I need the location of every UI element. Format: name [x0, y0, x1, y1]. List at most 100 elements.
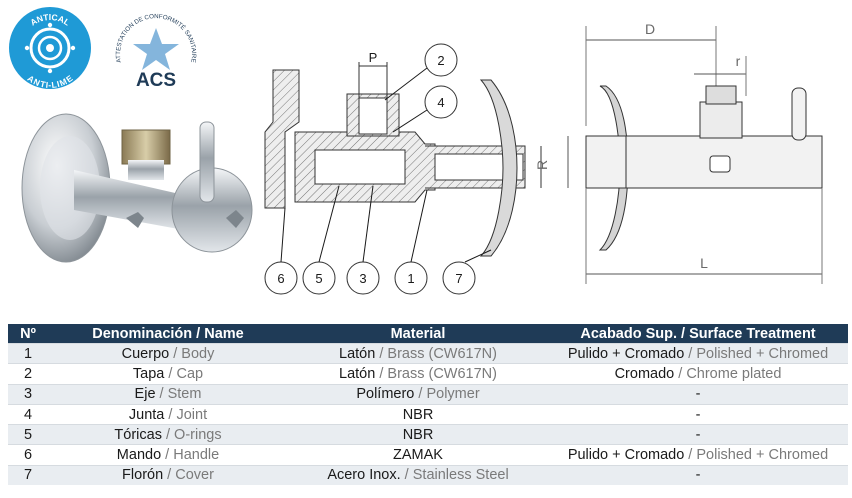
part-material-value: ZAMAK	[393, 447, 443, 464]
part-name-es: Florón	[122, 467, 164, 484]
part-name-es: Tóricas	[114, 426, 162, 443]
row-number: 1	[8, 342, 48, 364]
antical-badge: ANTICAL ANTI-LIME	[9, 7, 91, 90]
row-number: 3	[8, 383, 48, 405]
part-material-en: Polymer	[426, 386, 480, 403]
parts-table: Nº Denominación / Name Material Acabado …	[8, 324, 848, 486]
part-material-en: Brass (CW617N)	[387, 345, 497, 362]
part-material-es: Latón	[339, 345, 376, 362]
row-number: 4	[8, 403, 48, 425]
part-name-es: Junta	[128, 406, 165, 423]
dim-r-label: R	[534, 160, 550, 170]
row-number: 7	[8, 464, 48, 486]
valve-product-image	[21, 113, 253, 263]
part-surface-en: Polished + Chromed	[696, 447, 829, 464]
part-material: NBR	[288, 403, 548, 425]
part-name-es: Mando	[116, 447, 162, 464]
table-header-row: Nº Denominación / Name Material Acabado …	[8, 324, 848, 344]
part-surface: -	[548, 383, 848, 405]
dim-r-small-label: r	[736, 53, 741, 69]
part-surface-value: -	[695, 426, 701, 443]
svg-text:3: 3	[359, 271, 366, 286]
part-name-en: O-rings	[174, 426, 222, 443]
callout-2: 2	[384, 43, 458, 101]
callout-4: 4	[392, 85, 458, 133]
antical-top-text: ANTICAL	[28, 12, 71, 28]
svg-text:ANTICAL: ANTICAL	[28, 12, 71, 28]
part-surface-value: -	[695, 406, 701, 423]
part-surface: Pulido + Cromado / Polished + Chromed	[548, 342, 848, 364]
part-material: Latón / Brass (CW617N)	[288, 363, 548, 385]
part-material-en: Stainless Steel	[412, 467, 509, 484]
part-material-es: Latón	[339, 365, 376, 382]
part-surface: Cromado / Chrome plated	[548, 363, 848, 385]
part-name-en: Joint	[176, 406, 208, 423]
logo-icon	[709, 155, 731, 173]
dim-r-side-label: R	[560, 156, 563, 166]
part-surface-es: Pulido + Cromado	[567, 345, 685, 362]
part-name: Mando / Handle	[48, 444, 288, 466]
part-name-es: Cuerpo	[121, 345, 170, 362]
row-number: 5	[8, 424, 48, 445]
part-surface: -	[548, 464, 848, 486]
svg-text:1: 1	[407, 271, 414, 286]
row-number: 6	[8, 444, 48, 466]
part-name: Cuerpo / Body	[48, 342, 288, 364]
part-surface-en: Chrome plated	[686, 365, 782, 382]
part-name-en: Cap	[176, 365, 204, 382]
part-surface-value: -	[695, 386, 701, 403]
part-material: NBR	[288, 424, 548, 445]
acs-label: ACS	[136, 70, 176, 91]
part-name-en: Body	[181, 345, 215, 362]
part-name: Eje / Stem	[48, 383, 288, 405]
part-material-es: Polímero	[356, 386, 415, 403]
part-surface-value: -	[695, 467, 701, 484]
part-surface-en: Polished + Chromed	[696, 345, 829, 362]
part-name: Tapa / Cap	[48, 363, 288, 385]
callout-3: 3	[346, 185, 380, 295]
part-name-en: Cover	[175, 467, 214, 484]
header-surface: Acabado Sup. / Surface Treatment	[548, 324, 848, 344]
part-name: Florón / Cover	[48, 464, 288, 486]
dim-d-label: D	[645, 21, 655, 37]
dim-l-label: L	[700, 255, 708, 271]
acs-badge: ATTESTATION DE CONFORMITÉ SANITAIRE ACS	[115, 13, 197, 91]
part-surface: -	[548, 403, 848, 425]
callout-5: 5	[302, 185, 340, 295]
part-material: Acero Inox. / Stainless Steel	[288, 464, 548, 486]
svg-text:4: 4	[437, 95, 444, 110]
svg-text:2: 2	[437, 53, 444, 68]
valve-section-drawing: P R 2 4 6 5 3 1 7	[264, 43, 550, 295]
part-surface-es: Pulido + Cromado	[567, 447, 685, 464]
part-material-es: Acero Inox.	[327, 467, 401, 484]
callout-1: 1	[394, 189, 428, 295]
part-surface-es: Cromado	[614, 365, 675, 382]
header-material: Material	[288, 324, 548, 344]
part-name: Junta / Joint	[48, 403, 288, 425]
part-name-en: Stem	[167, 386, 202, 403]
callout-6: 6	[264, 207, 298, 295]
star-icon	[133, 28, 179, 70]
part-name: Tóricas / O-rings	[48, 424, 288, 445]
part-material-value: NBR	[402, 406, 434, 423]
callout-7: 7	[442, 249, 492, 295]
part-name-es: Tapa	[132, 365, 165, 382]
part-name-es: Eje	[134, 386, 156, 403]
header-name: Denominación / Name	[48, 324, 288, 344]
dim-p-label: P	[369, 50, 378, 65]
valve-dimension-drawing: D r L R	[560, 21, 823, 284]
row-number: 2	[8, 363, 48, 385]
header-no: Nº	[8, 324, 48, 344]
part-material: ZAMAK	[288, 444, 548, 466]
part-material: Latón / Brass (CW617N)	[288, 342, 548, 364]
svg-text:6: 6	[277, 271, 284, 286]
part-material-en: Brass (CW617N)	[387, 365, 497, 382]
part-name-en: Handle	[173, 447, 220, 464]
part-surface: -	[548, 424, 848, 445]
